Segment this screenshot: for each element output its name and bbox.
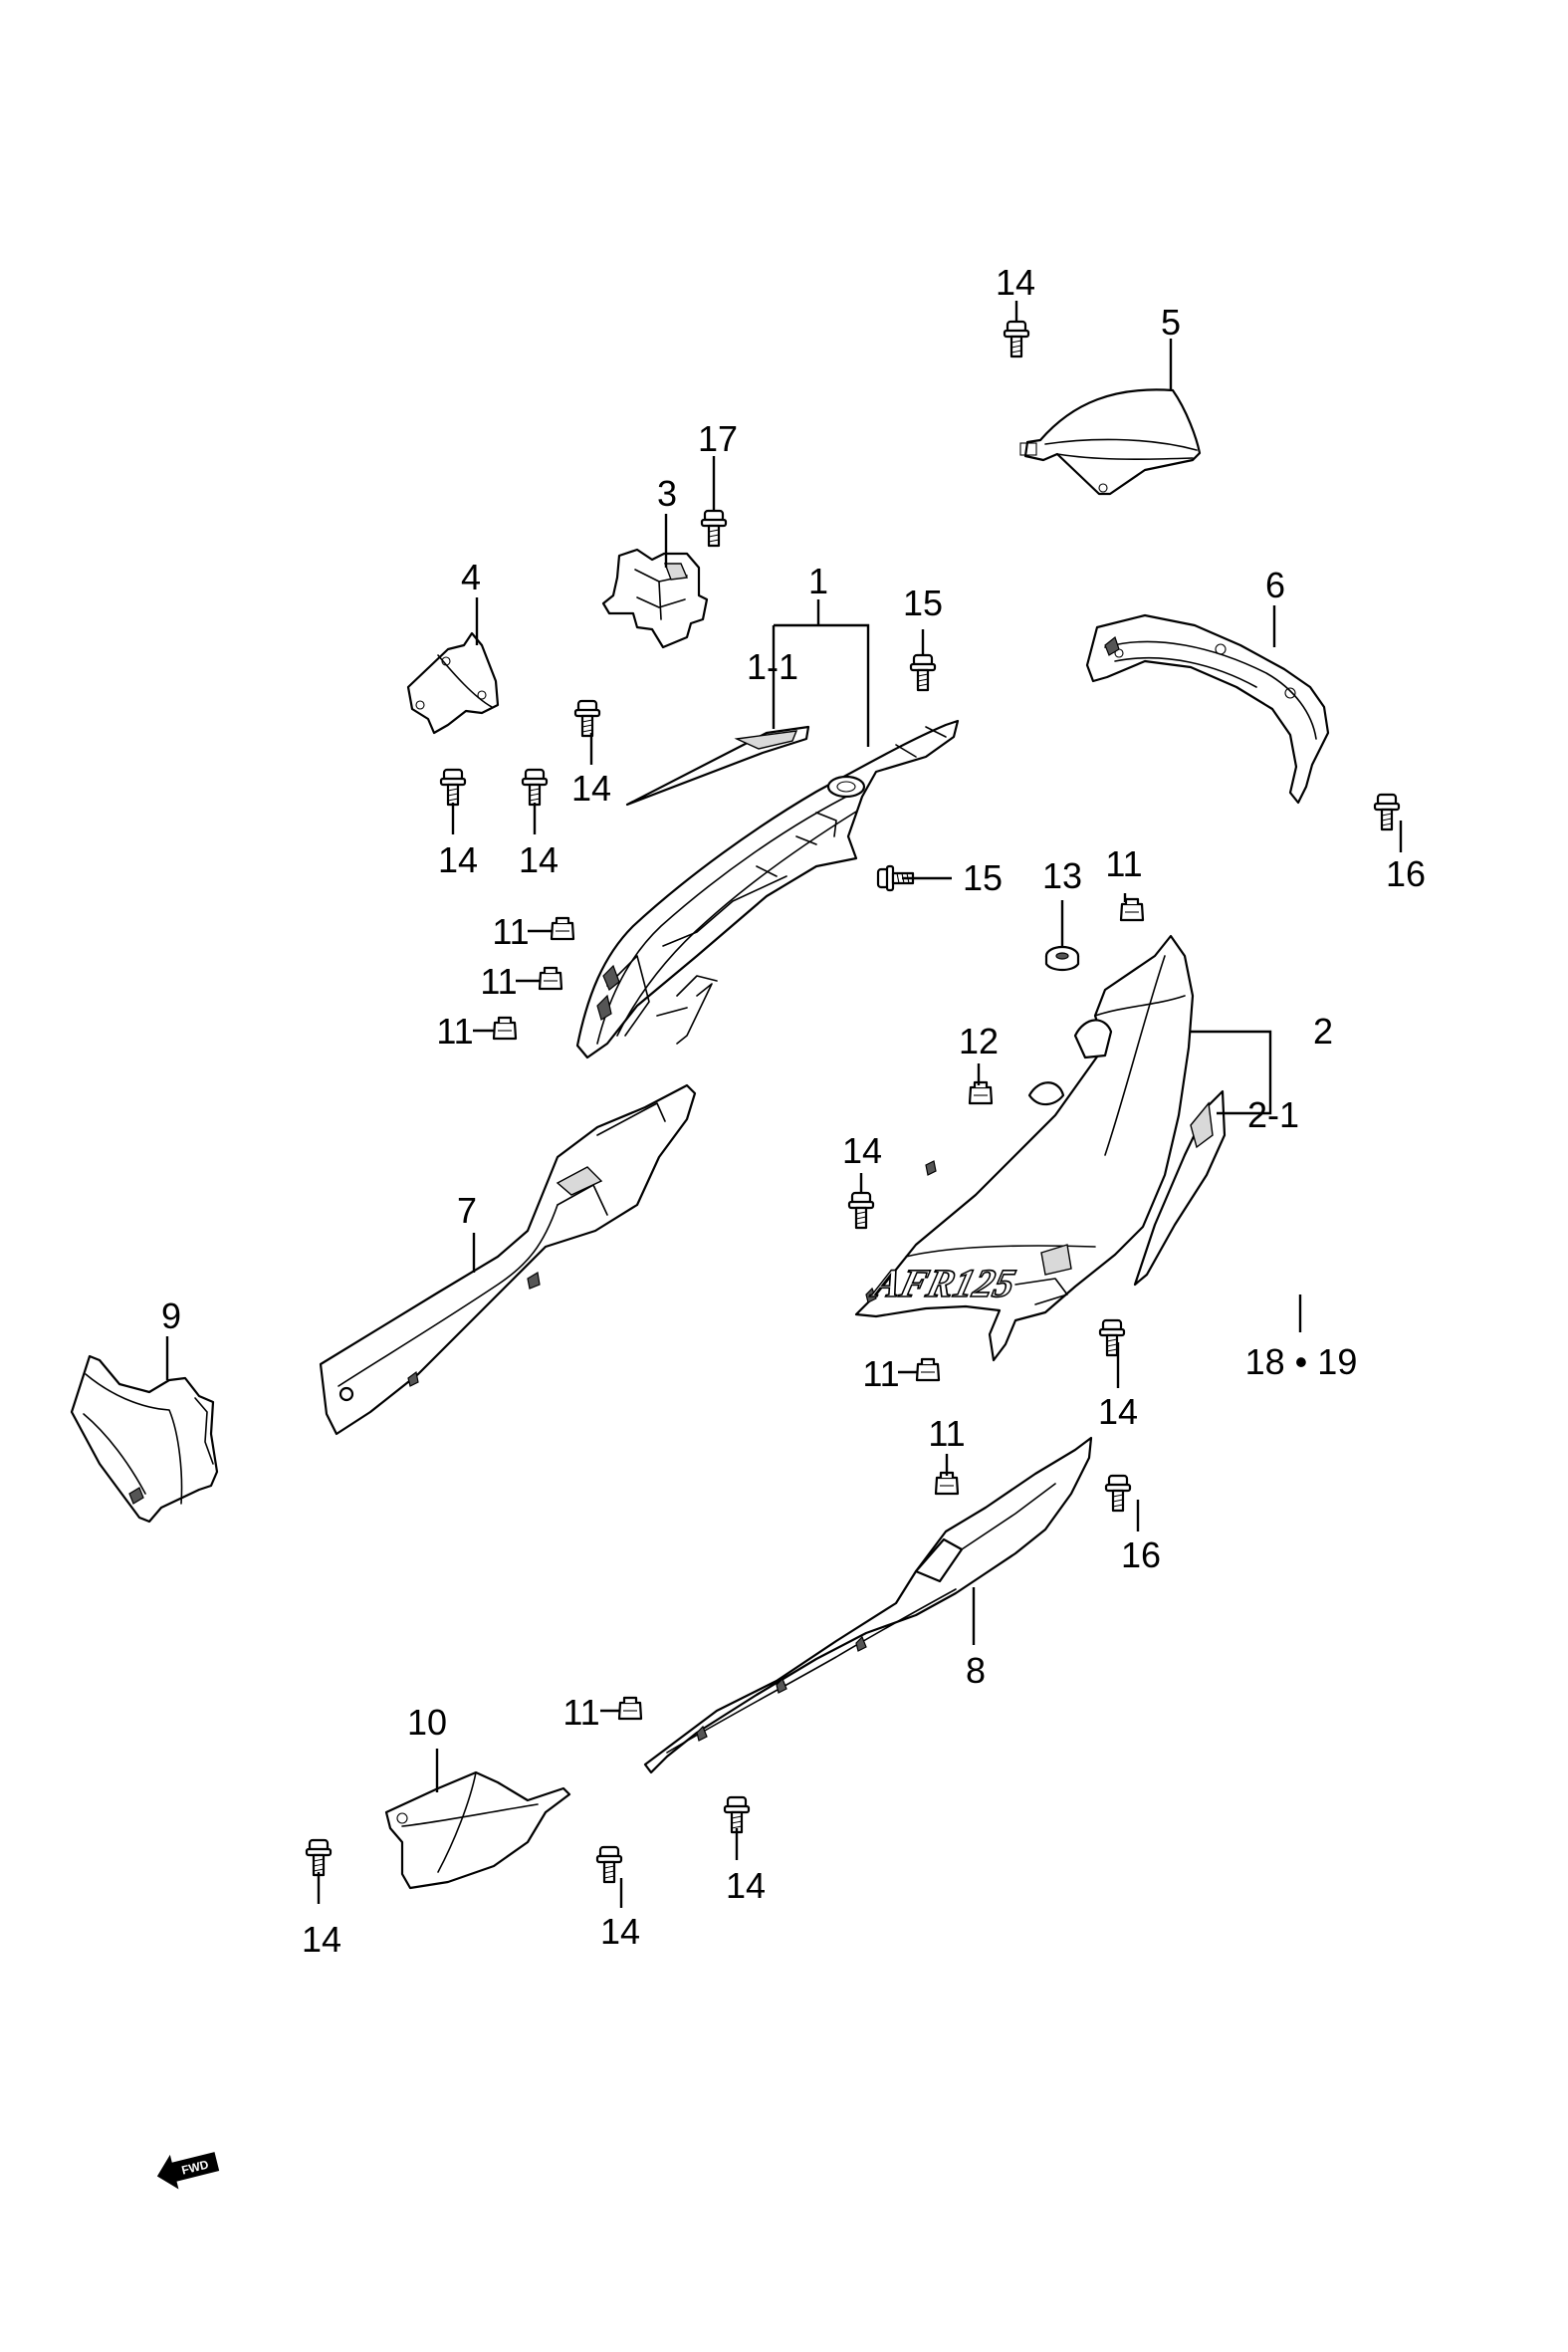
- clip-11-e: [915, 1357, 941, 1382]
- callout-10: 10: [407, 1702, 447, 1743]
- clip-11-a: [550, 916, 575, 941]
- clip-11-f: [934, 1471, 960, 1496]
- callout-1: 1: [808, 561, 828, 601]
- part-7-floor-side-panel: [319, 1083, 697, 1436]
- callout-14: 14: [571, 768, 611, 809]
- callout-13: 13: [1042, 855, 1082, 896]
- callout-11: 11: [1105, 843, 1142, 884]
- bolt-14-d: [521, 768, 549, 807]
- bolt-14-b: [573, 699, 601, 738]
- part-10-lower-front-cover: [384, 1770, 571, 1890]
- part-6-rear-cover: [1085, 613, 1330, 805]
- clip-12: [968, 1080, 994, 1105]
- clip-11-g: [617, 1696, 643, 1721]
- part-1-left-side-cover: [575, 719, 960, 1059]
- callout-labels: 14 5 17 3 4 1 15 6 1-1 14 14 14 15 16 13…: [161, 262, 1426, 1960]
- callout-14: 14: [438, 839, 478, 880]
- bolt-14-c: [439, 768, 467, 807]
- clip-11-b: [538, 966, 563, 991]
- callout-11: 11: [480, 961, 517, 1002]
- callout-3: 3: [657, 473, 677, 514]
- callout-11: 11: [436, 1011, 473, 1052]
- callout-16: 16: [1121, 1534, 1161, 1575]
- callout-11: 11: [562, 1692, 599, 1733]
- callout-5: 5: [1161, 302, 1181, 343]
- part-3-bracket: [601, 548, 709, 649]
- callout-11: 11: [928, 1413, 965, 1454]
- callout-2-1: 2-1: [1247, 1094, 1299, 1135]
- callout-11: 11: [862, 1353, 899, 1394]
- callout-2: 2: [1313, 1011, 1333, 1052]
- callout-18-19: 18 • 19: [1245, 1341, 1358, 1382]
- bolt-14-a: [1003, 320, 1030, 358]
- part-2-right-side-cover: [854, 934, 1195, 1362]
- bolt-14-h: [595, 1845, 623, 1884]
- part-18-19-emblem: AFR125: [865, 1261, 1020, 1306]
- callout-17: 17: [698, 418, 738, 459]
- part-2-1-side-stripe: [1133, 1089, 1227, 1287]
- part-13-grommet: [1044, 945, 1080, 972]
- part-1-1-trim-strip: [625, 725, 810, 807]
- callout-15: 15: [903, 583, 943, 623]
- leader-lines: [165, 301, 1403, 1908]
- callout-11: 11: [492, 911, 529, 952]
- part-9-front-guard: [70, 1354, 219, 1524]
- bolt-15-a: [909, 653, 937, 692]
- emblem-text: AFR125: [866, 1262, 1019, 1305]
- bolt-16-b: [1104, 1474, 1132, 1513]
- part-5-top-cover: [1019, 388, 1202, 496]
- clip-11-c: [492, 1016, 518, 1041]
- bolt-16-a: [1373, 793, 1401, 831]
- callout-14: 14: [726, 1865, 766, 1906]
- callout-14: 14: [600, 1911, 640, 1952]
- callout-7: 7: [457, 1190, 477, 1231]
- callout-14: 14: [519, 839, 559, 880]
- bolt-14-f: [1098, 1318, 1126, 1357]
- callout-14: 14: [302, 1919, 341, 1960]
- forward-direction-arrow: FWD: [156, 2152, 220, 2190]
- callout-14: 14: [842, 1130, 882, 1171]
- callout-14: 14: [996, 262, 1035, 303]
- callout-12: 12: [959, 1021, 999, 1061]
- fwd-label: FWD: [180, 2157, 210, 2177]
- callout-1-1: 1-1: [747, 646, 798, 687]
- bolt-14-i: [723, 1795, 751, 1834]
- callout-15: 15: [963, 857, 1003, 898]
- bolt-14-e: [847, 1191, 875, 1230]
- clip-11-d: [1119, 897, 1145, 922]
- callout-8: 8: [966, 1650, 986, 1691]
- part-4-bracket-plate: [406, 631, 500, 735]
- callout-16: 16: [1386, 853, 1426, 894]
- callout-4: 4: [461, 557, 481, 597]
- bolt-17: [700, 509, 728, 548]
- callout-14: 14: [1098, 1391, 1138, 1432]
- callout-6: 6: [1265, 565, 1285, 605]
- part-8-lower-side-rail: [643, 1436, 1093, 1774]
- callout-9: 9: [161, 1295, 181, 1336]
- bolt-14-g: [305, 1838, 333, 1877]
